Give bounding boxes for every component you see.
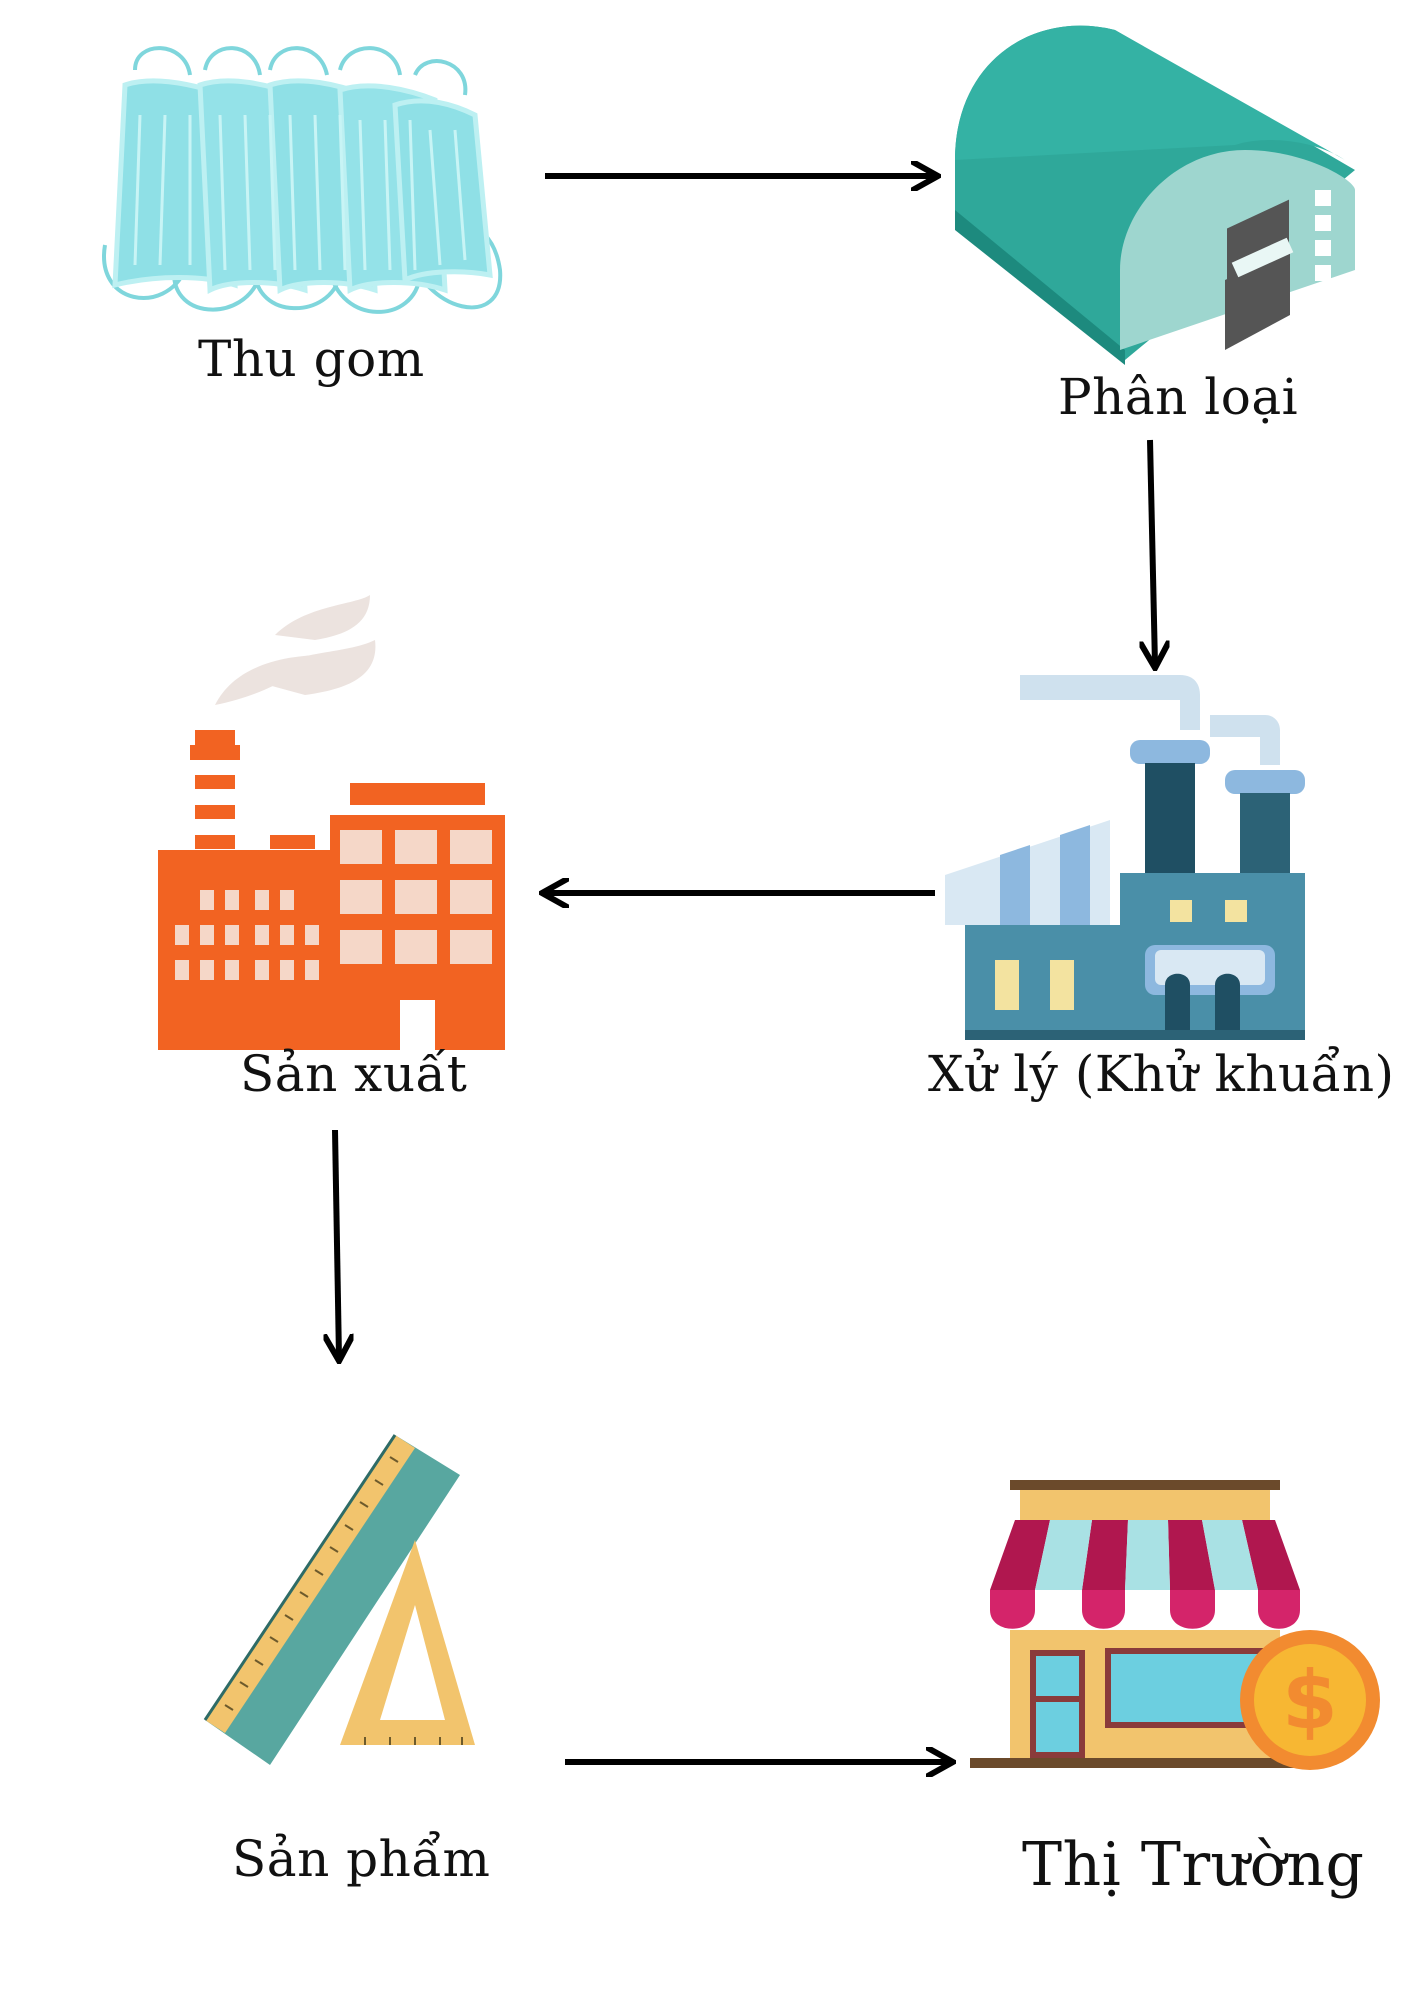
step-label-collect: Thu gom: [198, 330, 425, 388]
warehouse-icon: [955, 25, 1355, 365]
step-label-treat: Xử lý (Khử khuẩn): [928, 1045, 1395, 1103]
step-label-product: Sản phẩm: [232, 1830, 491, 1888]
step-label-market: Thị Trường: [1022, 1830, 1365, 1900]
svg-text:$: $: [1282, 1654, 1338, 1747]
arrow-sort-to-treat: [1150, 439, 1155, 665]
ruler-set-square-icon: [203, 1434, 475, 1765]
step-label-produce: Sản xuất: [240, 1045, 468, 1103]
coin-icon: $: [1240, 1630, 1380, 1770]
market-shop-icon: $: [970, 1480, 1380, 1770]
step-label-sort: Phân loại: [1058, 368, 1299, 426]
treatment-factory-icon: [945, 675, 1305, 1040]
manufacturing-factory-icon: [158, 595, 505, 1050]
face-mask-icon: [102, 46, 503, 314]
arrow-produce-to-product: [335, 1129, 339, 1358]
